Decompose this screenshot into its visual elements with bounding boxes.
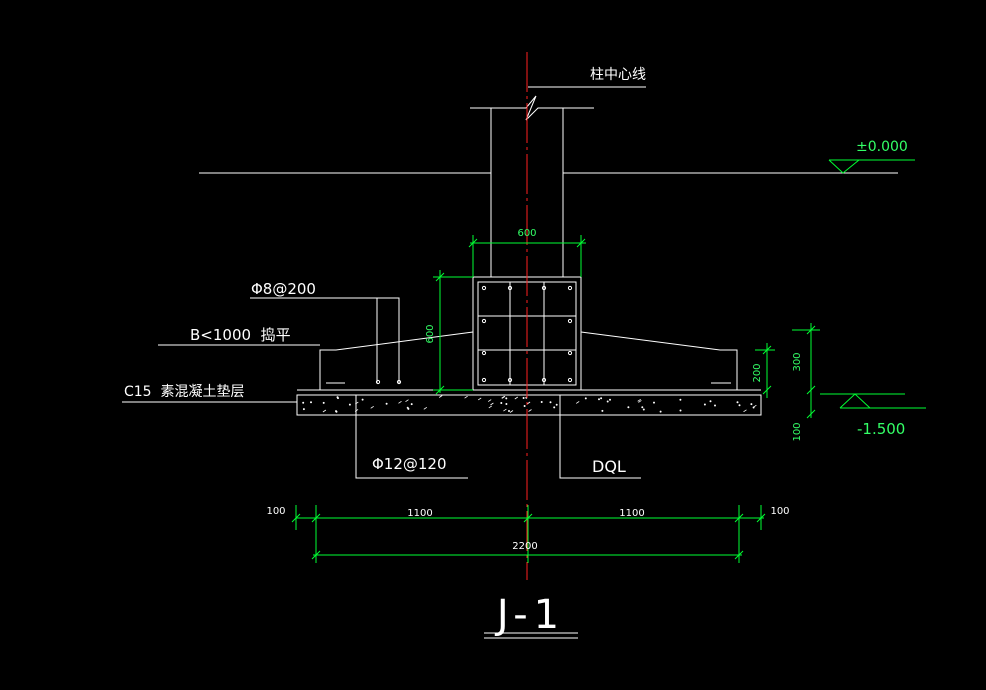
rebar-dots [375, 285, 573, 385]
column-break-line [470, 95, 594, 121]
elevation-ground: ±0.000 [856, 139, 908, 155]
label-beam: DQL [592, 457, 626, 476]
footing-left-slope [319, 331, 474, 390]
dim-cushion-thickness: 100 [792, 422, 803, 441]
dimension-lines [291, 159, 926, 563]
label-stirrup: Φ8@200 [251, 280, 316, 298]
label-fill-note: B<1000 捣平 [190, 326, 291, 344]
dim-beam-height: 600 [425, 324, 436, 343]
dim-footing-height: 200 [752, 363, 763, 382]
dim-right-offset: 100 [770, 506, 789, 517]
dim-left-offset: 100 [266, 506, 285, 517]
dim-right-half: 1100 [619, 508, 644, 519]
leader-beam [559, 395, 641, 479]
cushion-layer [296, 394, 762, 416]
dim-depth-total: 300 [792, 352, 803, 371]
leader-bottom-rebar [355, 395, 468, 479]
drawing-title: J-1 [494, 592, 565, 638]
dim-left-half: 1100 [407, 508, 432, 519]
elevation-base: -1.500 [857, 420, 905, 438]
cushion-hatch [302, 395, 757, 413]
dim-column-width: 600 [517, 228, 536, 239]
label-bottom-rebar: Φ12@120 [372, 455, 447, 473]
label-cushion: C15 素混凝土垫层 [124, 384, 245, 400]
leader-stirrup [250, 297, 400, 383]
structure-outline [122, 86, 898, 639]
footing-right-slope [580, 331, 738, 390]
label-column-centerline: 柱中心线 [590, 67, 646, 83]
dim-total-width: 2200 [512, 541, 537, 552]
